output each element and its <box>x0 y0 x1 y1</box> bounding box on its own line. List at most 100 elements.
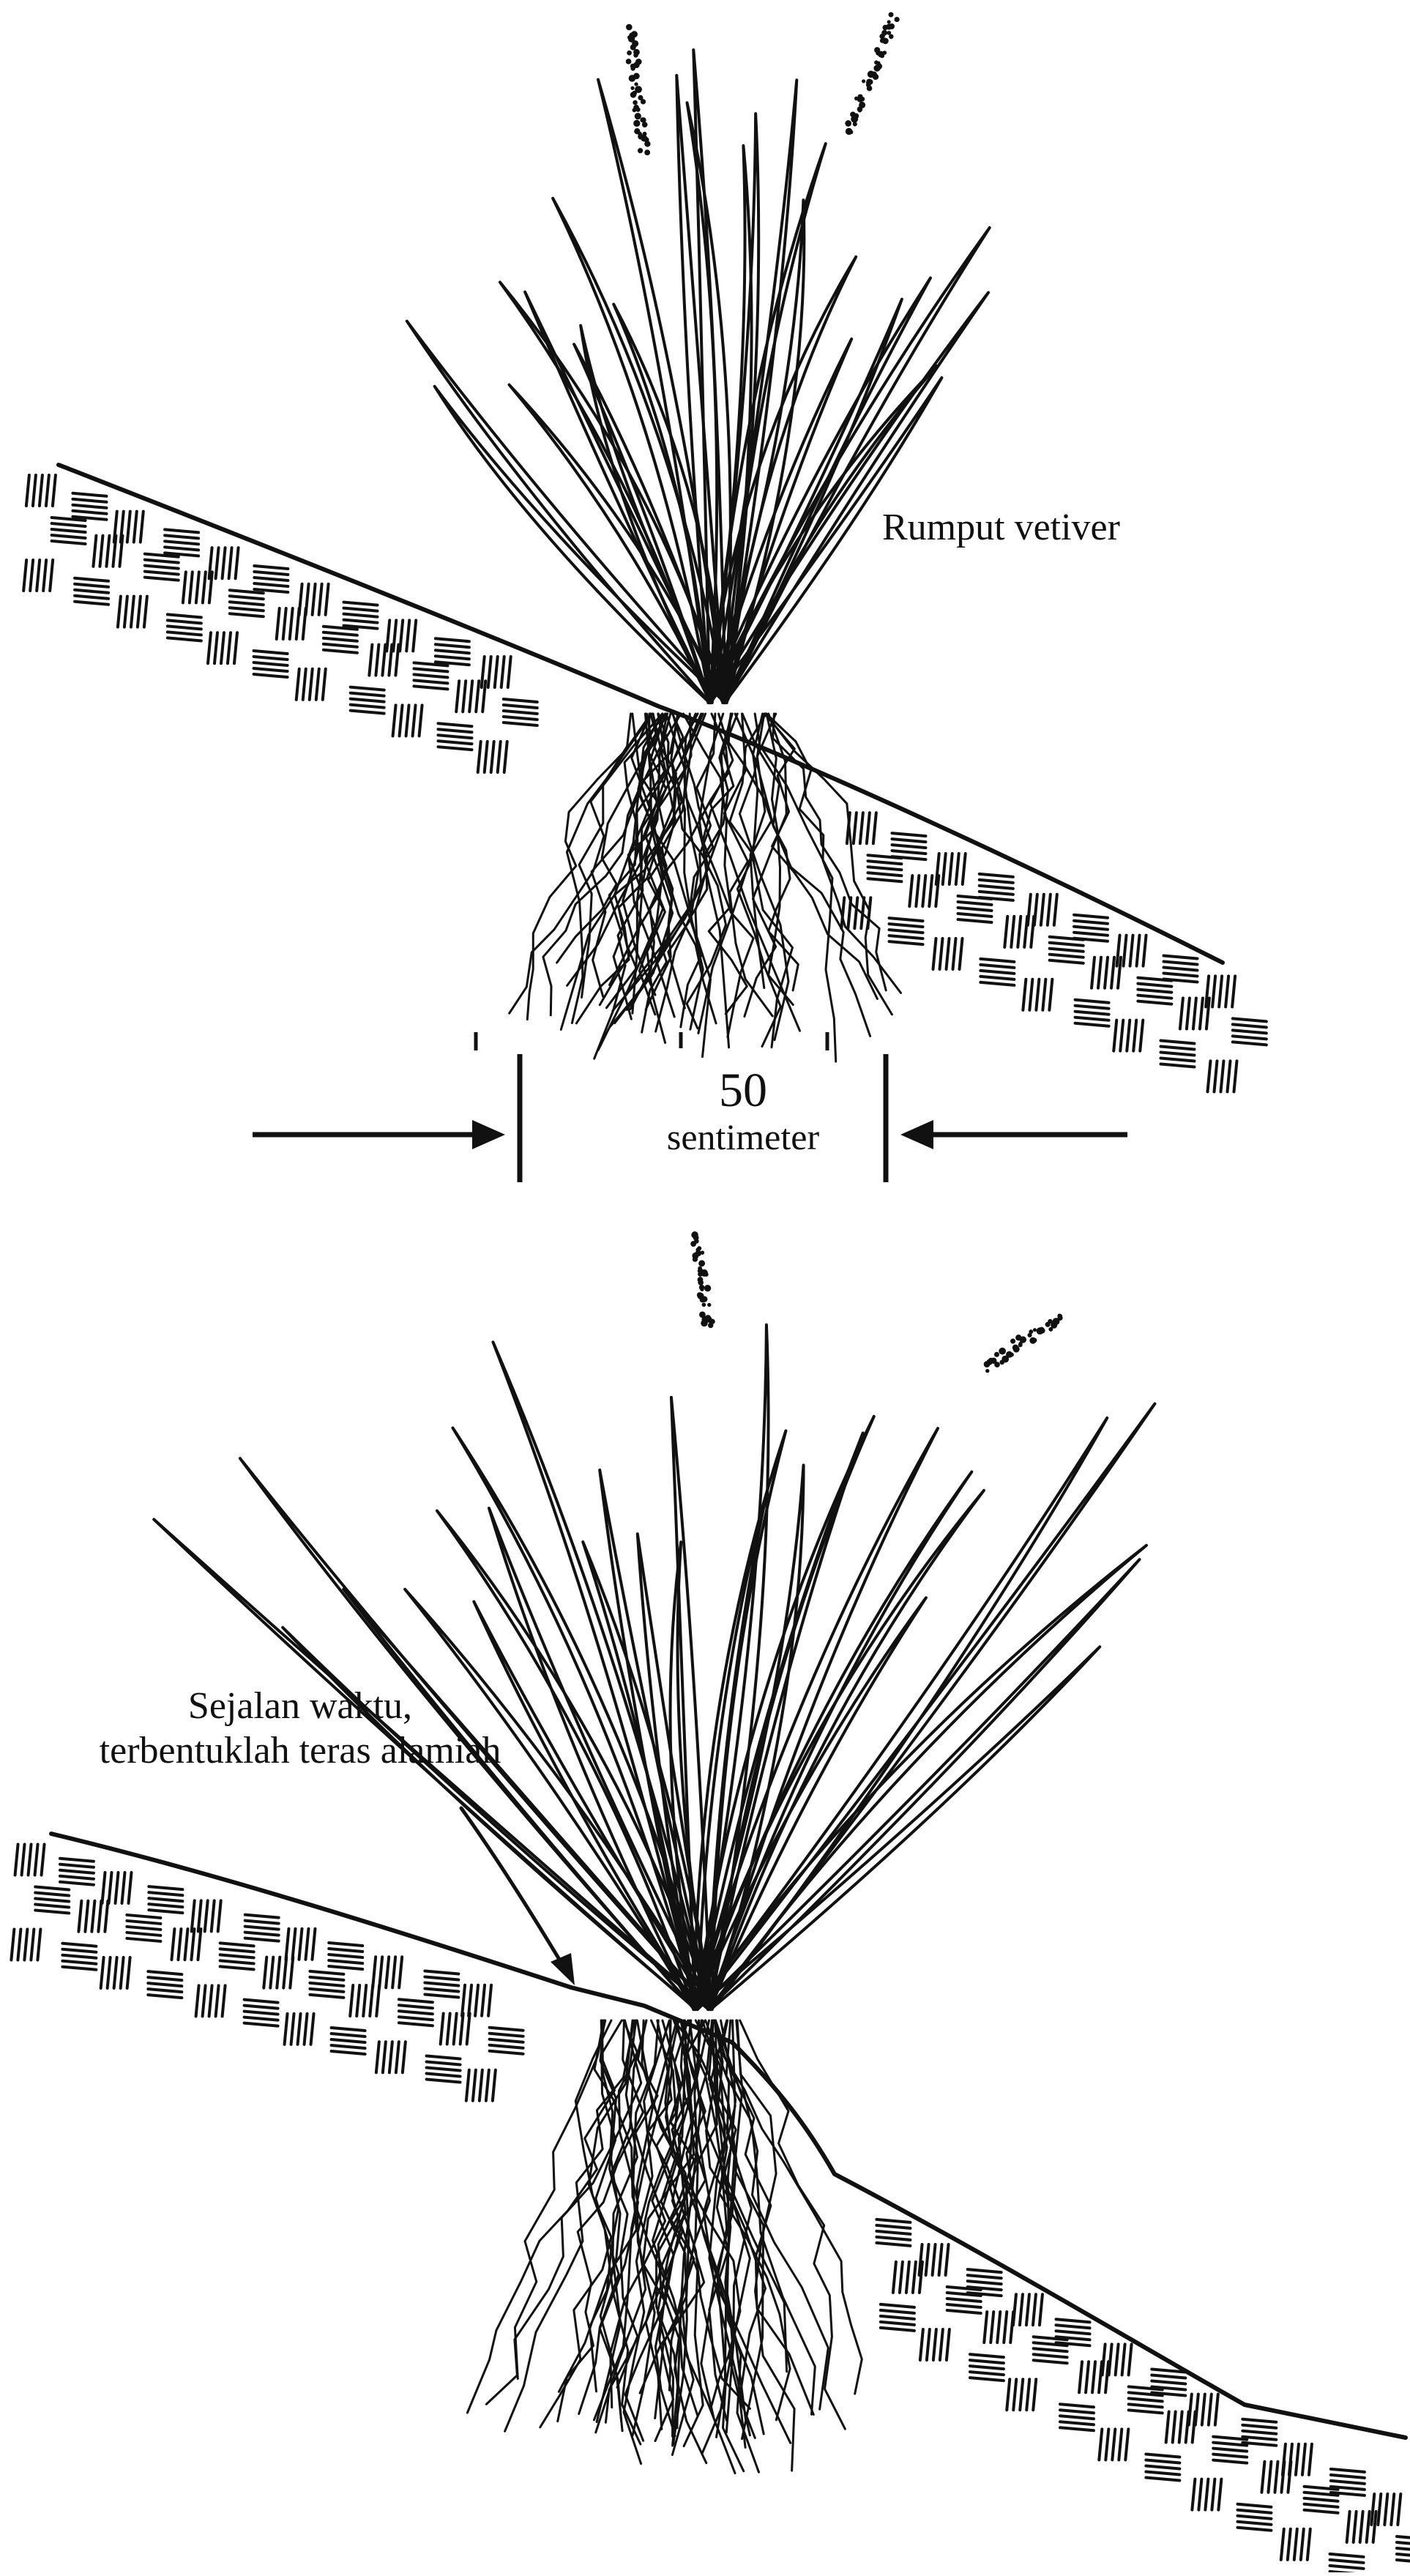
hatch-stroke <box>376 2042 379 2072</box>
hatch-stroke <box>35 1845 38 1875</box>
hatch-stroke <box>351 693 384 696</box>
hatch-stroke <box>1018 916 1021 947</box>
hatch-stroke <box>52 535 86 538</box>
seed-dot <box>880 38 885 43</box>
hatch-stroke <box>230 602 264 605</box>
hatch-stroke <box>980 897 1013 900</box>
seed-dot <box>870 71 877 78</box>
hatch-stroke <box>1330 2560 1364 2563</box>
hatch-stroke <box>1075 1018 1109 1020</box>
seed-dot <box>626 24 633 31</box>
hatch-stroke <box>504 705 537 708</box>
hatch-stroke <box>149 1910 182 1913</box>
hatch-stroke <box>198 1929 201 1960</box>
hatch-stroke <box>1105 957 1108 988</box>
hatch-stroke <box>1075 1012 1109 1015</box>
hatch-stroke <box>1160 1041 1194 1044</box>
hatch-stroke <box>196 1985 199 2016</box>
hatch-stroke <box>168 620 201 623</box>
hatch-stroke <box>144 597 147 627</box>
distance-unit: sentimeter <box>600 1116 886 1159</box>
hatch-stroke <box>1367 2512 1370 2542</box>
hatch-stroke <box>148 1989 182 1992</box>
hatch-stroke <box>60 1870 94 1873</box>
hatch-stroke <box>46 475 49 506</box>
hatch-stroke <box>1050 949 1083 952</box>
hatch-stroke <box>395 645 398 676</box>
hatch-stroke <box>33 475 36 506</box>
seed-dot <box>851 116 858 123</box>
seed-dot <box>633 120 640 127</box>
right-arrow-head <box>900 1120 933 1149</box>
hatch-stroke <box>283 608 286 639</box>
hatch-stroke <box>1034 895 1037 925</box>
hatch-stroke <box>299 1929 302 1960</box>
hatch-stroke <box>1233 1018 1267 1021</box>
hatch-stroke <box>131 597 134 627</box>
hatch-stroke <box>400 620 403 651</box>
hatch-stroke <box>1146 2472 1179 2475</box>
hatch-stroke <box>270 1957 273 1988</box>
hatch-stroke <box>980 886 1013 889</box>
hatch-stroke <box>299 584 302 615</box>
hatch-stroke <box>254 651 288 654</box>
hatch-stroke <box>893 2262 896 2293</box>
seed-dot <box>1053 1318 1060 1325</box>
hatch-stroke <box>466 2070 469 2101</box>
hatch-stroke <box>209 1985 212 2016</box>
hatch-stroke <box>867 813 870 843</box>
hatch-stroke <box>310 1977 343 1980</box>
hatch-stroke <box>145 578 179 580</box>
hatch-stroke <box>344 614 378 617</box>
hatch-stroke <box>490 2034 523 2036</box>
hatch-stroke <box>504 711 537 714</box>
hatch-stroke <box>414 680 447 683</box>
hatch-stroke <box>406 705 409 736</box>
hatch-stroke <box>277 608 280 639</box>
hatch-stroke <box>947 2329 950 2360</box>
hatch-stroke <box>35 1905 69 1908</box>
hatch-stroke <box>43 560 46 591</box>
hatch-stroke <box>329 1949 362 1952</box>
hatch-stroke <box>106 536 109 567</box>
root <box>683 714 747 1014</box>
hatch-stroke <box>1294 2529 1297 2560</box>
hatch-stroke <box>1074 921 1108 924</box>
hatch-stroke <box>286 1929 288 1960</box>
hatch-stroke <box>215 632 217 663</box>
hatch-stroke <box>393 620 396 651</box>
hatch-stroke <box>933 2329 936 2360</box>
hatch-stroke <box>425 1982 458 1985</box>
hatch-stroke <box>389 2042 392 2072</box>
hatch-stroke <box>436 638 469 641</box>
hatch-stroke <box>1133 1020 1136 1051</box>
distance-value: 50 <box>600 1065 886 1116</box>
hatch-stroke <box>311 2014 314 2045</box>
hatch-stroke <box>212 1900 215 1931</box>
hatch-stroke <box>892 833 925 836</box>
hatch-stroke <box>958 919 992 922</box>
hatch-stroke <box>1075 1000 1109 1003</box>
hatch-stroke <box>291 2014 294 2045</box>
hatch-stroke <box>968 2281 1001 2284</box>
hatch-stroke <box>1212 2479 1215 2510</box>
seed-dot <box>1045 1322 1051 1327</box>
hatch-stroke <box>324 644 357 647</box>
hatch-stroke <box>1028 895 1031 925</box>
hatch-stroke <box>1220 1061 1223 1091</box>
hatch-stroke <box>1164 962 1198 965</box>
hatch-stroke <box>230 596 264 599</box>
hatch-stroke <box>1397 2560 1410 2563</box>
hatch-stroke <box>414 668 447 671</box>
hatch-stroke <box>62 1961 96 1964</box>
hatch-stroke <box>165 541 198 544</box>
hatch-stroke <box>480 2070 482 2101</box>
hatch-stroke <box>940 2329 943 2360</box>
terrace-pointer-arrow <box>461 1808 565 1969</box>
hatch-stroke <box>414 686 447 689</box>
seed-dot <box>887 20 891 23</box>
hatch-stroke <box>473 2070 476 2101</box>
hatch-stroke <box>383 2042 386 2072</box>
hatch-stroke <box>1056 2331 1090 2334</box>
hatch-stroke <box>306 584 309 615</box>
